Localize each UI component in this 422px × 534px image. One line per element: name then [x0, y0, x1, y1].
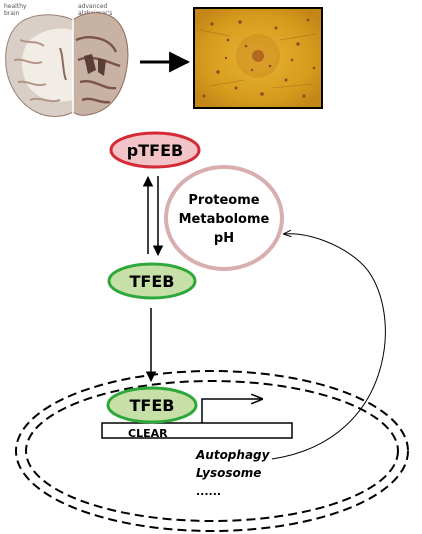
clear-label: CLEAR: [128, 427, 168, 440]
proteome-label: Proteome: [188, 193, 259, 208]
amyloid-plaque-micrograph: [193, 7, 323, 109]
feedback-arrow: [271, 234, 386, 460]
ptfeb-label: pTFEB: [127, 141, 183, 160]
ellipsis-label: ......: [196, 485, 221, 498]
healthy-brain-caption: healthy brain: [4, 3, 27, 17]
metabolome-label: Metabolome: [179, 212, 270, 227]
proteome-metabolome-ph-node: Proteome Metabolome pH: [164, 165, 284, 271]
tfeb-cytoplasm-node: TFEB: [107, 262, 197, 300]
alzheimers-brain-half: [72, 12, 129, 116]
nucleus-outer-membrane: [15, 370, 409, 532]
nucleus-inner-membrane: [25, 380, 399, 522]
lysosome-label: Lysosome: [196, 466, 261, 480]
brain-section-image: [5, 12, 129, 117]
tfeb-nucleus-node: TFEB: [106, 386, 198, 424]
ph-label: pH: [214, 231, 234, 246]
autophagy-label: Autophagy: [195, 448, 271, 462]
transcription-start-arrow: [201, 399, 262, 423]
ptfeb-node: pTFEB: [109, 131, 201, 169]
healthy-brain-half: [5, 14, 74, 117]
tfeb-cytoplasm-label: TFEB: [130, 272, 175, 291]
clear-promoter-bar: [101, 422, 293, 439]
tfeb-nucleus-label: TFEB: [130, 396, 175, 415]
